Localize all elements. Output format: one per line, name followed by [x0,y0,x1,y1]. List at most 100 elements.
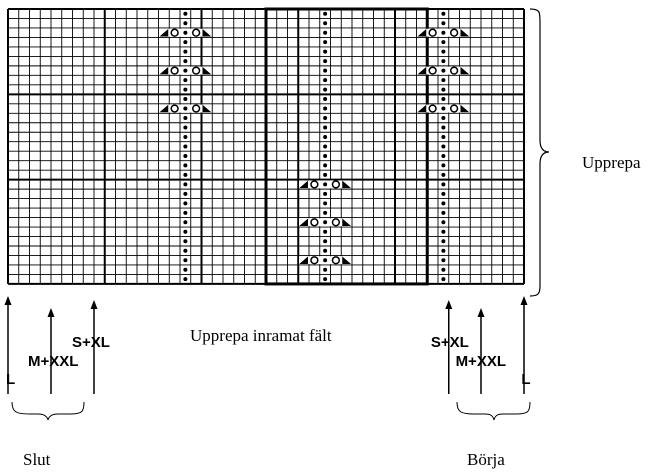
k2tog-triangle-icon [159,104,169,113]
size-arrow-left-m-xxl-head [47,308,55,317]
yarn-over-circle-icon [170,104,179,113]
repeat-brace [529,8,550,297]
size-arrow-left-s-xl-head [90,300,98,309]
purl-dot-icon [323,21,328,26]
purl-dot-icon [441,125,446,130]
purl-dot-icon [323,106,328,111]
purl-dot-icon [323,116,328,121]
chart-symbols [159,11,470,282]
purl-dot-icon [183,163,188,168]
size-arrow-left-l-head [4,296,12,305]
yarn-over-circle-icon [331,256,341,265]
yarn-over-circle-icon [449,66,459,75]
purl-dot-icon [441,68,446,73]
purl-dot-icon [323,68,328,73]
purl-dot-icon [323,125,328,130]
purl-dot-icon [183,182,188,187]
purl-dot-icon [441,106,446,111]
purl-dot-icon [323,248,328,253]
purl-dot-icon [183,116,188,121]
purl-dot-icon [441,258,446,263]
ssk-triangle-icon [460,104,470,113]
purl-dot-icon [441,87,446,92]
yarn-over-circle-icon [170,28,179,37]
purl-dot-icon [183,220,188,225]
purl-dot-icon [183,68,188,73]
purl-dot-icon [441,30,446,35]
purl-dot-icon [183,97,188,102]
purl-dot-icon [441,201,446,206]
purl-dot-icon [183,144,188,149]
size-arrow-right-l-head [520,296,528,305]
size-label-right-s-xl: S+XL [431,334,469,351]
ssk-triangle-icon [202,28,212,37]
purl-dot-icon [323,11,328,16]
purl-dot-icon [183,21,188,26]
purl-dot-icon [323,201,328,206]
purl-dot-icon [441,97,446,102]
ssk-triangle-icon [460,28,470,37]
size-arrow-right-m-xxl-head [477,308,485,317]
ssk-triangle-icon [342,256,351,264]
yarn-over-circle-icon [449,104,459,113]
purl-dot-icon [441,239,446,244]
purl-dot-icon [183,87,188,92]
purl-dot-icon [323,97,328,102]
repeat-box-frame [264,7,429,286]
purl-dot-icon [183,11,188,16]
purl-dot-icon [183,134,188,139]
yarn-over-circle-icon [191,66,201,75]
purl-dot-icon [323,210,328,215]
purl-dot-icon [441,11,446,16]
size-label-left-l: L [6,371,15,388]
purl-dot-icon [323,144,328,149]
purl-dot-icon [323,258,328,263]
k2tog-triangle-icon [159,66,169,75]
purl-dot-icon [441,21,446,26]
yarn-over-circle-icon [428,66,437,75]
purl-dot-icon [323,277,328,282]
purl-dot-icon [441,248,446,253]
size-label-left-s-xl: S+XL [72,334,110,351]
purl-dot-icon [323,163,328,168]
yarn-over-circle-icon [310,218,319,227]
begin-label: Börja [467,450,505,469]
purl-dot-icon [183,191,188,196]
purl-dot-icon [183,40,188,45]
purl-dot-icon [323,87,328,92]
purl-dot-icon [183,153,188,158]
yarn-over-circle-icon [310,180,319,189]
purl-dot-icon [441,210,446,215]
ssk-triangle-icon [202,66,212,75]
purl-dot-icon [183,277,188,282]
ssk-triangle-icon [342,180,351,189]
size-arrow-right-s-xl-head [445,300,453,309]
yarn-over-circle-icon [428,28,437,37]
k2tog-triangle-icon [417,28,427,37]
yarn-over-circle-icon [331,180,341,189]
purl-dot-icon [441,153,446,158]
purl-dot-icon [441,49,446,54]
purl-dot-icon [323,172,328,177]
purl-dot-icon [323,191,328,196]
purl-dot-icon [441,220,446,225]
purl-dot-icon [323,40,328,45]
purl-dot-icon [183,267,188,272]
k2tog-triangle-icon [299,218,308,227]
purl-dot-icon [183,172,188,177]
end-label: Slut [23,450,51,469]
purl-dot-icon [183,59,188,64]
purl-dot-icon [183,229,188,234]
purl-dot-icon [323,229,328,234]
purl-dot-icon [441,40,446,45]
end-brace [11,401,85,421]
purl-dot-icon [441,78,446,83]
purl-dot-icon [183,258,188,263]
purl-dot-icon [441,229,446,234]
purl-dot-icon [183,30,188,35]
purl-dot-icon [441,116,446,121]
purl-dot-icon [441,277,446,282]
ssk-triangle-icon [202,104,212,113]
